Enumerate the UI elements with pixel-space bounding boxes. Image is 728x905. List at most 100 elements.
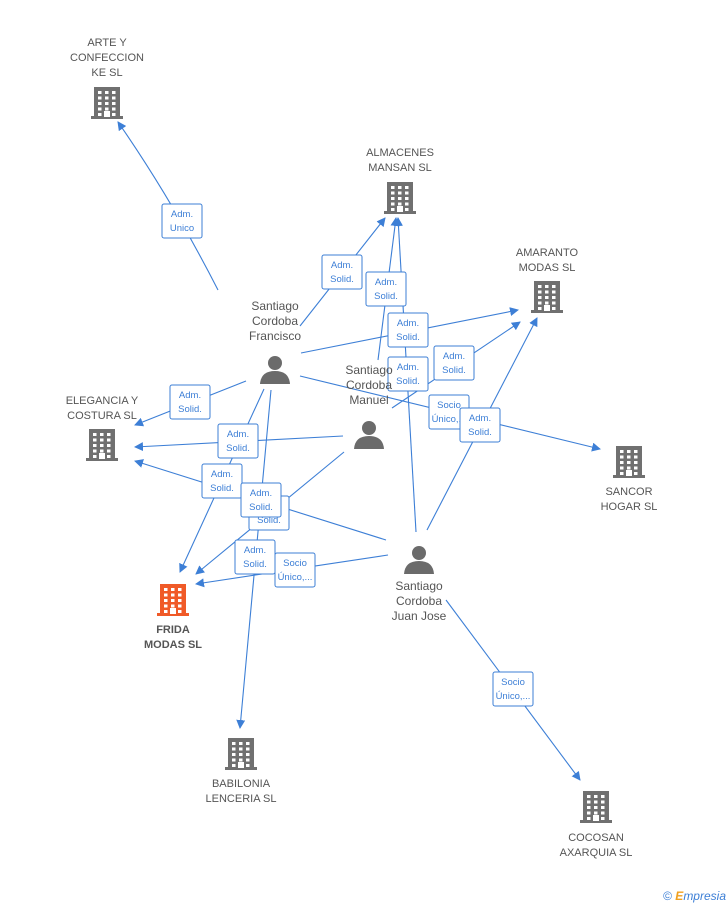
relation-label-line: Solid. xyxy=(396,332,420,343)
relation-label-box xyxy=(201,463,243,499)
building-icon xyxy=(157,584,189,616)
company-label-line: SANCOR xyxy=(605,486,652,498)
relation-label-juanjose-frida[interactable]: SocioÚnico,... xyxy=(274,552,316,588)
relation-label-line: Adm. xyxy=(397,318,419,329)
relation-label-line: Adm. xyxy=(397,362,419,373)
relation-label-line: Adm. xyxy=(443,351,465,362)
relation-label-box xyxy=(365,271,407,307)
relation-label-juanjose-almacenes[interactable]: Adm. Solid. xyxy=(387,356,429,392)
company-node-almacenes[interactable]: ALMACENES MANSAN SL xyxy=(366,147,434,214)
person-label-line: Francisco xyxy=(249,329,301,343)
person-label-line: Santiago xyxy=(251,299,299,313)
relation-label-manuel-amaranto[interactable]: Adm. Solid. xyxy=(433,345,475,381)
relation-label-box xyxy=(240,482,282,518)
relation-label-box xyxy=(321,254,363,290)
relation-label-manuel-almacenes[interactable]: Adm.Solid. xyxy=(365,271,407,307)
relation-label-line: Adm. xyxy=(250,488,272,499)
person-label-line: Cordoba xyxy=(252,314,298,328)
relation-label-line: Solid. xyxy=(468,427,492,438)
person-label-line: Santiago xyxy=(345,363,393,377)
building-icon xyxy=(531,281,563,313)
relation-label-line: Adm. xyxy=(244,545,266,556)
person-label-line: Cordoba xyxy=(396,594,442,608)
relation-label-line: Solid. xyxy=(257,515,281,526)
relation-label-francisco-amaranto[interactable]: Adm. Solid. xyxy=(387,312,429,348)
relation-label-line: Adm. xyxy=(171,209,193,220)
relation-label-line: Solid. xyxy=(249,502,273,513)
relation-edge-francisco-arte xyxy=(117,121,219,291)
company-label-line: LENCERIA SL xyxy=(206,793,277,805)
relation-label-line: Socio xyxy=(283,558,307,569)
company-node-arte[interactable]: ARTE Y CONFECCION KE SL xyxy=(70,37,144,119)
person-icon xyxy=(404,546,434,574)
relation-label-box xyxy=(433,345,475,381)
company-label-line: BABILONIA xyxy=(212,778,271,790)
relation-label-box xyxy=(169,384,211,420)
relation-label-box xyxy=(387,312,429,348)
relation-label-francisco-frida[interactable]: Adm.Solid. xyxy=(201,463,243,499)
person-icon xyxy=(260,356,290,384)
company-label-line: MANSAN SL xyxy=(368,162,432,174)
relation-label-line: Adm. xyxy=(331,260,353,271)
company-label-line: AMARANTO xyxy=(516,247,579,259)
company-label-line: ARTE Y xyxy=(87,37,127,49)
relation-label-manuel-frida[interactable]: Adm. Solid. xyxy=(240,482,282,518)
company-node-babilonia[interactable]: BABILONIA LENCERIA SL xyxy=(206,738,277,805)
company-node-elegancia[interactable]: ELEGANCIA Y COSTURA SL xyxy=(66,395,139,461)
relation-label-line: Adm. xyxy=(469,413,491,424)
company-label-line: COCOSAN xyxy=(568,832,624,844)
building-icon xyxy=(86,429,118,461)
company-label-line: CONFECCION xyxy=(70,52,144,64)
person-icon xyxy=(354,421,384,449)
relation-label-line: Solid. xyxy=(243,559,267,570)
building-icon xyxy=(91,87,123,119)
person-label-line: Manuel xyxy=(349,393,388,407)
relation-label-francisco-elegancia[interactable]: Adm.Solid. xyxy=(169,384,211,420)
company-label-line: HOGAR SL xyxy=(601,501,658,513)
company-node-amaranto[interactable]: AMARANTO MODAS SL xyxy=(516,247,579,313)
company-label-line: KE SL xyxy=(91,67,122,79)
relation-label-line: Solid. xyxy=(396,376,420,387)
relation-label-francisco-arte[interactable]: Adm. Unico xyxy=(161,203,203,239)
company-label-line: ELEGANCIA Y xyxy=(66,395,139,407)
company-node-sancor[interactable]: SANCOR HOGAR SL xyxy=(601,446,658,513)
relation-label-line: Unico xyxy=(170,223,194,234)
person-label-line: Santiago xyxy=(395,579,443,593)
building-icon xyxy=(580,791,612,823)
relation-label-box xyxy=(234,539,276,575)
brand-name: mpresia xyxy=(683,889,726,903)
relation-label-line: Único,... xyxy=(278,572,313,583)
person-label-line: Juan Jose xyxy=(392,609,447,623)
company-label-line: FRIDA xyxy=(156,624,190,636)
relation-label-juanjose-amaranto[interactable]: Adm. Solid. xyxy=(459,407,501,443)
relation-label-box xyxy=(492,671,534,707)
relation-label-line: Adm. xyxy=(179,390,201,401)
relation-label-line: Socio xyxy=(437,400,461,411)
building-icon xyxy=(613,446,645,478)
relation-label-line: Socio xyxy=(501,677,525,688)
relation-label-line: Solid. xyxy=(210,483,234,494)
relation-label-manuel-elegancia[interactable]: Adm.Solid. xyxy=(217,423,259,459)
company-label-line: MODAS SL xyxy=(519,262,576,274)
relation-label-line: Solid. xyxy=(330,274,354,285)
relation-label-juanjose-cocosan[interactable]: SocioÚnico,... xyxy=(492,671,534,707)
relation-label-francisco-babilonia[interactable]: Adm. Solid. xyxy=(234,539,276,575)
company-node-cocosan[interactable]: COCOSAN AXARQUIA SL xyxy=(560,791,633,859)
person-label-line: Cordoba xyxy=(346,378,392,392)
relation-label-line: Único,... xyxy=(496,691,531,702)
building-icon xyxy=(384,182,416,214)
relation-label-line: Solid. xyxy=(226,443,250,454)
company-label-line: COSTURA SL xyxy=(67,410,137,422)
company-label-line: AXARQUIA SL xyxy=(560,847,633,859)
relation-label-line: Solid. xyxy=(442,365,466,376)
relation-label-francisco-almacenes[interactable]: Adm. Solid. xyxy=(321,254,363,290)
footer-brand: © Empresia xyxy=(663,889,726,903)
relation-label-box xyxy=(217,423,259,459)
brand-initial: E xyxy=(675,889,684,903)
company-label-line: ALMACENES xyxy=(366,147,434,159)
